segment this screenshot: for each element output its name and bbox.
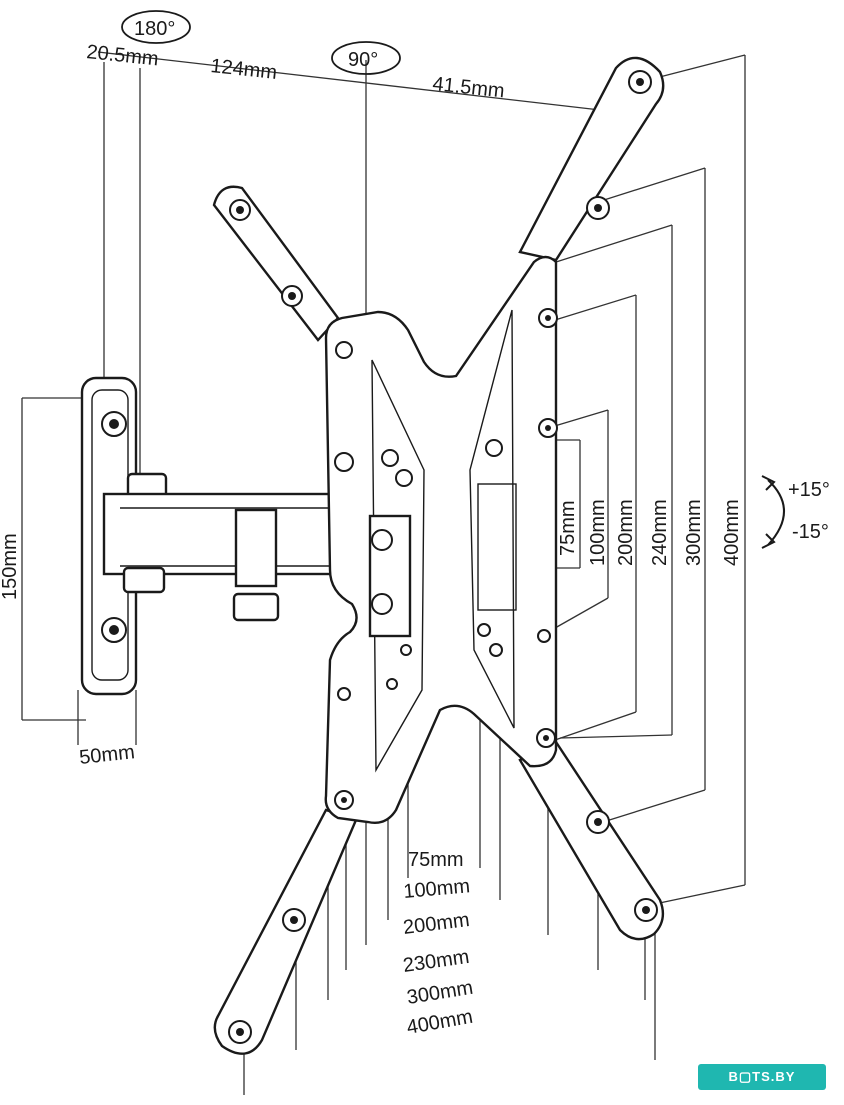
label-top-20-5mm: 20.5mm — [85, 41, 159, 70]
arm-upper-left — [212, 185, 340, 342]
vesa-plate — [324, 255, 558, 824]
label-tilt-down: -15° — [792, 521, 829, 543]
label-horiz-75mm: 75mm — [408, 849, 464, 871]
label-vert-75mm: 75mm — [557, 500, 579, 556]
label-horiz-300mm: 300mm — [405, 977, 474, 1009]
label-wall-50mm: 50mm — [78, 741, 136, 769]
label-horiz-230mm: 230mm — [402, 946, 471, 977]
arm-lower-right — [518, 740, 665, 941]
vesa-plate-outline — [324, 255, 558, 824]
label-top-124mm: 124mm — [209, 55, 278, 84]
tilt-arrow-icon — [767, 479, 785, 546]
mount-holes — [228, 70, 658, 1044]
angle-90-ellipse — [331, 41, 401, 75]
label-top-41-5mm: 41.5mm — [431, 73, 505, 102]
arm-upper-right — [518, 56, 665, 262]
watermark-logo: B▢TS.BY — [698, 1064, 826, 1090]
vertical-vesa-labels: 75mm 100mm 200mm 240mm 300mm 400mm — [557, 499, 743, 566]
label-horiz-100mm: 100mm — [403, 875, 471, 903]
label-wall-150mm: 150mm — [0, 533, 21, 600]
angle-180-ellipse — [121, 10, 191, 44]
label-angle-90: 90° — [348, 49, 378, 71]
label-angle-180: 180° — [134, 18, 175, 40]
label-vert-200mm: 200mm — [615, 499, 637, 566]
vesa-arms — [212, 56, 665, 1055]
label-vert-100mm: 100mm — [587, 499, 609, 566]
label-vert-300mm: 300mm — [683, 499, 705, 566]
label-horiz-200mm: 200mm — [402, 909, 471, 939]
label-horiz-400mm: 400mm — [405, 1006, 475, 1039]
arm-lower-left — [213, 808, 358, 1055]
label-vert-400mm: 400mm — [721, 499, 743, 566]
horizontal-vesa-labels: 75mm 100mm 200mm 230mm 300mm 400mm — [402, 849, 475, 1039]
swivel-arm — [102, 472, 356, 622]
label-tilt-up: +15° — [788, 479, 830, 501]
label-vert-240mm: 240mm — [649, 499, 671, 566]
